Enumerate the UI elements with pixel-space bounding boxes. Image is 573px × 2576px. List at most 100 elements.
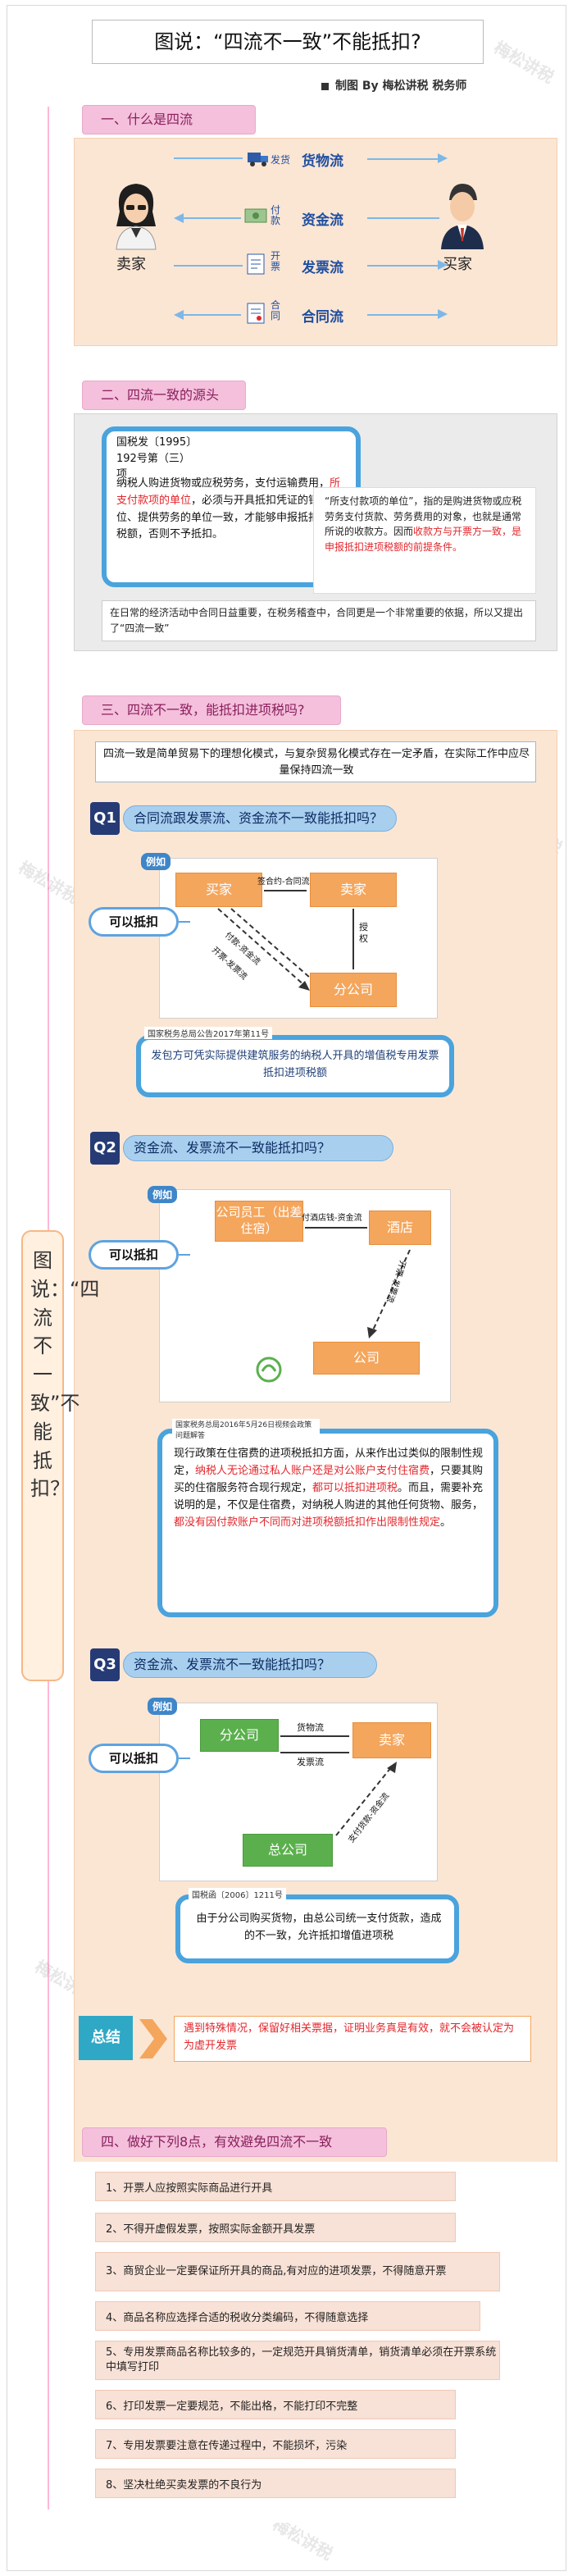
seller-label: 卖家 — [116, 256, 146, 273]
q1-note-text: 发包方可凭实际提供建筑服务的纳税人开具的增值税专用发票抵扣进项税额 — [151, 1050, 439, 1079]
money-flow-line-right — [367, 217, 439, 219]
section4-tab: 四、做好下列8点，有效避免四流不一致 — [82, 2127, 387, 2157]
summary-card — [174, 2016, 531, 2062]
q1-auth-label: 授权 — [359, 922, 368, 945]
contract-flow-arrow-left-icon — [174, 310, 184, 320]
truck-icon — [248, 153, 268, 166]
q3-connector — [179, 1758, 190, 1759]
credit-text: 制图 By 梅松讲税 税务师 — [335, 80, 467, 93]
bottom-note-card — [102, 600, 536, 641]
q2-note-text: 现行政策在住宿费的进项税抵扣方面，从来作出过类似的限制性规定，纳税人无论通过私人… — [174, 1448, 484, 1530]
q1-doc-ref: 国家税务总局公告2017年第11号 — [144, 1027, 273, 1039]
q1-diagonal-arrows — [217, 908, 311, 991]
q1-note-bubble — [136, 1035, 454, 1097]
q1-branch-box: 分公司 — [310, 973, 397, 1007]
q1-buyer-box: 买家 — [175, 873, 262, 907]
side-caption: 图说：“四流不一致”不能抵扣？ — [21, 1230, 100, 1681]
explain-card — [313, 487, 536, 594]
credit-line: 制图 By 梅松讲税 税务师 — [321, 77, 559, 93]
side-caption-text: 图说：“四流不一致”不能抵扣？ — [30, 1249, 100, 1501]
section3-intro-card — [95, 741, 536, 782]
list-item: 6、打印发票一定要规范，不能出格，不能打印不完整 — [95, 2390, 456, 2419]
q2-pay-line — [305, 1227, 367, 1229]
doc-reference: 国税发〔1995〕192号第（三）项 — [116, 436, 198, 481]
contract-flow-label: 合同流 — [302, 309, 343, 326]
q1-badge: Q1 — [90, 802, 120, 835]
list-item: 2、不得开虚假发票，按照实际金额开具发票 — [95, 2213, 456, 2242]
q1-question: 合同流跟发票流、资金流不一致能抵扣吗？ — [123, 805, 397, 832]
goods-flow-line-left — [174, 157, 243, 159]
goods-flow-arrow-icon — [438, 153, 448, 163]
q3-invoice-line — [280, 1752, 349, 1753]
q1-can-deduct-badge: 可以抵扣 — [89, 907, 179, 937]
goods-flow-line-right — [367, 158, 438, 160]
q2-badge: Q2 — [90, 1132, 120, 1165]
contract-flow-arrow-right-icon — [438, 309, 448, 319]
invoice-flow-label: 发票流 — [302, 260, 343, 276]
q3-diagonal-arrow — [335, 1762, 397, 1836]
section3-intro-text: 四流一致是简单贸易下的理想化模式，与复杂贸易化模式存在一定矛盾，在实际工作中应尽… — [103, 748, 530, 777]
money-flow-caption: 付款 — [271, 204, 281, 227]
q2-company-box: 公司 — [313, 1342, 420, 1375]
q2-question: 资金流、发票流不一致能抵扣吗？ — [123, 1135, 393, 1161]
money-flow-line-left — [184, 217, 241, 219]
contract-flow-line-left — [184, 314, 241, 316]
list-item: 5、专用发票商品名称比较多的，一定规范开具销货清单，销货清单必须在开票系统中填写… — [95, 2341, 500, 2380]
banknote-icon — [244, 208, 267, 223]
section2-tab: 二、四流一致的源头 — [82, 381, 246, 410]
q3-question: 资金流、发票流不一致能抵扣吗？ — [123, 1652, 377, 1678]
q3-doc-ref: 国税函〔2006〕1211号 — [189, 1888, 286, 1900]
q2-pay-label: 付酒店钱-资金流 — [302, 1214, 362, 1223]
invoice-flow-line-left — [174, 265, 243, 267]
q3-goods-label: 货物流 — [297, 1722, 324, 1733]
buyer-avatar-icon — [441, 184, 484, 249]
summary-text: 遇到特殊情况，保留好相关票据，证明业务真是有效，就不会被认定为为虚开发票 — [184, 2022, 515, 2052]
page-frame — [7, 5, 566, 2571]
q2-note-bubble — [157, 1429, 498, 1617]
invoice-flow-arrow-icon — [438, 260, 448, 270]
money-flow-label: 资金流 — [302, 212, 343, 229]
q2-example-tag: 例如 — [148, 1186, 178, 1203]
summary-badge: 总结 — [79, 2016, 133, 2060]
q3-note-bubble — [175, 1894, 459, 1963]
q1-contract-label: 签合约-合同流 — [257, 878, 310, 887]
q3-can-deduct-badge: 可以抵扣 — [89, 1744, 179, 1773]
q3-badge: Q3 — [90, 1648, 120, 1681]
q2-doc-ref: 国家税务总局2016年5月26日视频会政策问题解答 — [172, 1419, 320, 1440]
q1-auth-line — [352, 909, 354, 969]
section1-tab: 一、什么是四流 — [82, 105, 256, 134]
q3-note-text: 由于分公司购买货物，由总公司统一支付货款，造成的不一致，允许抵扣增值进项税 — [196, 1913, 442, 1942]
q1-example-tag: 例如 — [141, 853, 171, 870]
list-item: 4、商品名称应选择合适的税收分类编码，不得随意选择 — [95, 2301, 480, 2331]
invoice-flow-line-right — [367, 265, 438, 267]
list-item: 1、开票人应按照实际商品进行开具 — [95, 2172, 456, 2201]
contract-flow-line-right — [367, 314, 438, 316]
seller-avatar-icon — [116, 184, 157, 250]
q3-invoice-label: 发票流 — [297, 1757, 324, 1767]
q1-contract-line — [264, 890, 307, 891]
q3-goods-line — [280, 1735, 349, 1737]
page-title: 图说：“四流不一致”不能抵扣? — [92, 20, 484, 64]
q1-seller-box: 卖家 — [310, 873, 397, 907]
q2-can-deduct-badge: 可以抵扣 — [89, 1240, 179, 1270]
q3-seller-box: 卖家 — [352, 1722, 431, 1758]
doc-quote-text: 纳税人购进货物或应税劳务，支付运输费用，所支付款项的单位，必须与开具抵扣凭证的销… — [116, 477, 341, 541]
hotel-logo-icon — [256, 1356, 282, 1383]
buyer-label: 买家 — [443, 256, 472, 273]
q2-diagonal-arrow — [367, 1249, 411, 1338]
explain-text: “所支付款项的单位”，指的是购进货物或应税劳务支付货款、劳务费用的对象，也就是通… — [325, 495, 522, 553]
q3-example-tag: 例如 — [148, 1698, 178, 1715]
money-flow-arrow-icon — [174, 213, 184, 223]
q3-hq-box: 总公司 — [243, 1834, 333, 1867]
contract-flow-caption: 合同 — [271, 299, 281, 322]
goods-flow-caption: 发货 — [271, 154, 291, 166]
q2-connector — [179, 1254, 190, 1256]
contract-icon — [247, 303, 265, 324]
list-item: 3、商贸企业一定要保证所开具的商品,有对应的进项发票，不得随意开票 — [95, 2252, 500, 2291]
list-item: 8、坚决杜绝买卖发票的不良行为 — [95, 2469, 456, 2498]
q1-connector — [179, 921, 190, 923]
goods-flow-label: 货物流 — [302, 153, 343, 170]
square-bullet-icon — [321, 82, 329, 90]
q3-branch-box: 分公司 — [200, 1719, 279, 1752]
invoice-icon — [247, 253, 265, 275]
